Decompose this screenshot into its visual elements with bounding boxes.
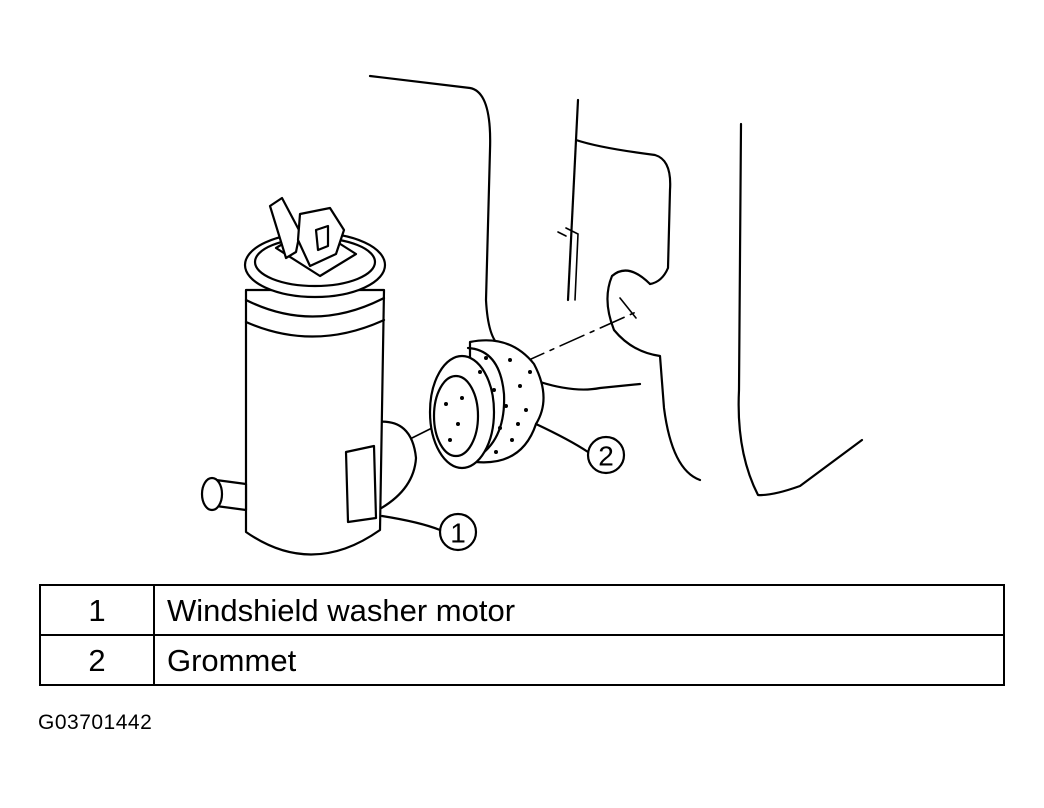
legend-number: 1 — [39, 584, 155, 636]
parts-legend-table: 1 Windshield washer motor 2 Grommet — [39, 584, 1005, 686]
washer-reservoir-tank — [368, 74, 864, 497]
table-row: 2 Grommet — [39, 634, 1005, 686]
callout-2: 2 — [534, 422, 626, 475]
grommet — [428, 339, 545, 470]
washer-motor — [200, 196, 418, 556]
callout-2-number: 2 — [598, 441, 614, 472]
callout-1-number: 1 — [450, 518, 466, 549]
washer-motor-illustration: 1 2 — [200, 74, 864, 556]
callout-1: 1 — [380, 512, 478, 552]
legend-description: Windshield washer motor — [153, 584, 1005, 636]
figure-code: G03701442 — [38, 711, 153, 734]
table-row: 1 Windshield washer motor — [39, 584, 1005, 636]
legend-number: 2 — [39, 634, 155, 686]
legend-description: Grommet — [153, 634, 1005, 686]
